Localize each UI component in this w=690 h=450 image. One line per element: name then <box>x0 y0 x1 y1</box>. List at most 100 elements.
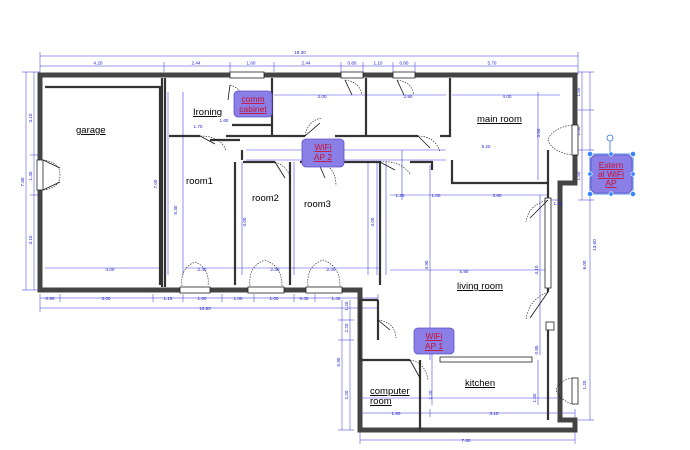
dim-overall-width: 19.30 <box>294 50 306 55</box>
bottom-dimensions: 0.90 3.00 1.15 1.60 1.00 1.00 0.45 1.40 … <box>39 294 379 312</box>
dim-lower-4: 2.20 <box>344 390 349 399</box>
dim-right-2: 1.40 <box>576 126 581 135</box>
dim-bottom-5: 1.00 <box>270 296 279 301</box>
dim-main-h: 3.50 <box>536 128 541 137</box>
dim-side-3: 3.60 <box>493 193 502 198</box>
room-label-garage: garage <box>76 125 106 136</box>
dim-garage-h: 7.00 <box>153 179 158 188</box>
dim-living-r: 4.10 <box>534 265 539 274</box>
room-label-living-room: living room <box>457 281 503 292</box>
dim-right-4: 6.00 <box>582 260 587 269</box>
right-dimensions: 1.55 1.40 1.50 13.00 6.00 1.20 <box>576 71 597 421</box>
wifi-ap1-label-2: AP 1 <box>425 341 444 351</box>
dim-bottom-0: 0.90 <box>46 296 55 301</box>
selection-handle-icon[interactable] <box>587 171 593 177</box>
dim-ironing-1: 1.70 <box>194 124 203 129</box>
room-labels: garage Ironing room1 room2 room3 main ro… <box>76 107 522 407</box>
dim-lower-3: 5.90 <box>336 357 341 366</box>
wifi-ap1-badge[interactable]: WiFi AP 1 <box>413 327 455 355</box>
interior-dimension-text: 4.00 7.00 5.30 4.00 4.00 2.30 2.30 2.30 … <box>106 94 563 402</box>
dim-bottom-7: 1.40 <box>332 296 341 301</box>
dim-room3-h: 4.00 <box>370 217 375 226</box>
dim-bottom-3: 1.60 <box>198 296 207 301</box>
dim-side-2: 1.00 <box>432 193 441 198</box>
wifi-ap2-badge[interactable]: WiFi AP 2 <box>301 138 345 168</box>
room-label-room1: room1 <box>186 176 213 187</box>
door-swing-icon <box>249 259 283 287</box>
dim-left-total: 7.80 <box>20 177 25 186</box>
dim-garage-inner: 4.00 <box>106 267 115 272</box>
dim-right-total: 13.00 <box>592 239 597 251</box>
dim-ironing-2: 1.60 <box>220 118 229 123</box>
dim-kitchen-small: 0.85 <box>534 345 539 354</box>
dim-lower-2: 1.20 <box>344 301 349 310</box>
door-swing-icon <box>199 135 227 151</box>
dim-kitchen-total: 7.80 <box>462 438 471 443</box>
selection-handle-icon[interactable] <box>587 191 593 197</box>
door-swing-icon <box>344 79 363 96</box>
dim-room-width-3: 2.30 <box>327 267 336 272</box>
door-swing-icon <box>525 199 549 223</box>
room-label-room3: room3 <box>304 199 331 210</box>
dim-bottom-total: 10.80 <box>199 306 211 311</box>
extern-label-3: AP <box>605 178 617 188</box>
window-icon <box>571 124 579 156</box>
wifi-ap2-label-2: AP 2 <box>314 152 333 162</box>
door-swing-icon <box>42 159 61 191</box>
comm-cabinet-badge[interactable]: comm cabinet <box>233 90 273 118</box>
dim-bottom-2: 1.15 <box>164 296 173 301</box>
dim-kitchen-2: 3.10 <box>490 411 499 416</box>
selection-handle-icon[interactable] <box>630 171 636 177</box>
dim-side-1: 1.20 <box>396 193 405 198</box>
dim-comm-depth: 3.00 <box>318 94 327 99</box>
room-label-main-room: main room <box>477 114 522 125</box>
door-swing-icon <box>274 161 291 186</box>
comm-cabinet-label-1: comm <box>241 94 264 104</box>
dim-lower-1: 2.20 <box>344 323 349 332</box>
dim-bottom-4: 1.00 <box>234 296 243 301</box>
window-icon <box>36 159 44 191</box>
door-swing-icon <box>377 319 397 339</box>
door-swing-icon <box>417 135 441 153</box>
dim-room-width-1: 2.30 <box>198 267 207 272</box>
room-label-kitchen: kitchen <box>465 378 495 389</box>
window-icon <box>247 286 285 294</box>
door-swing-icon <box>181 261 209 287</box>
dim-room2-h: 4.00 <box>242 217 247 226</box>
dim-bottom-1: 3.00 <box>102 296 111 301</box>
dim-bottom-6: 0.45 <box>300 296 309 301</box>
dim-top-4: 1.10 <box>374 61 383 66</box>
dim-kitchen-h: 1.50 <box>532 393 537 402</box>
door-swing-icon <box>555 377 573 405</box>
dim-right-small: 1.00 <box>554 201 563 206</box>
rotate-handle-icon[interactable] <box>606 134 614 142</box>
door-swing-icon <box>396 79 415 96</box>
interior-guides <box>45 92 562 405</box>
selection-handle-icon[interactable] <box>608 151 614 157</box>
selection-handle-icon[interactable] <box>630 151 636 157</box>
dim-top-1: 1.60 <box>247 61 256 66</box>
top-dimensions: 19.30 4.20 2.44 1.60 2.44 0.80 1.10 0.80… <box>39 50 579 75</box>
dim-top-ironing: 2.44 <box>192 61 201 66</box>
extern-label-1: Extern <box>599 160 624 170</box>
room-label-ironing: Ironing <box>193 107 222 118</box>
extern-label-2: al WiFi <box>598 169 624 179</box>
dim-right-5: 1.20 <box>582 380 587 389</box>
room-label-computer-1: computer <box>370 386 410 397</box>
dim-kitchen-1: 1.80 <box>392 411 401 416</box>
kitchen-dimensions: 1.80 3.10 7.80 <box>359 409 576 444</box>
door-swing-icon <box>409 359 429 381</box>
door-swing-icon <box>307 259 341 287</box>
dim-top-3: 0.80 <box>348 61 357 66</box>
selection-handle-icon[interactable] <box>587 151 593 157</box>
comm-cabinet-label-2: cabinet <box>239 104 267 114</box>
door-swing-icon <box>547 124 573 156</box>
door-swing-icon <box>379 161 411 175</box>
selection-handle-icon[interactable] <box>608 191 614 197</box>
external-wifi-ap-badge[interactable]: Extern al WiFi AP <box>587 134 636 197</box>
door-swing-icon <box>525 291 549 321</box>
selection-handle-icon[interactable] <box>630 191 636 197</box>
window-icon <box>545 321 555 331</box>
doors <box>42 79 573 405</box>
window-icon <box>229 71 265 79</box>
